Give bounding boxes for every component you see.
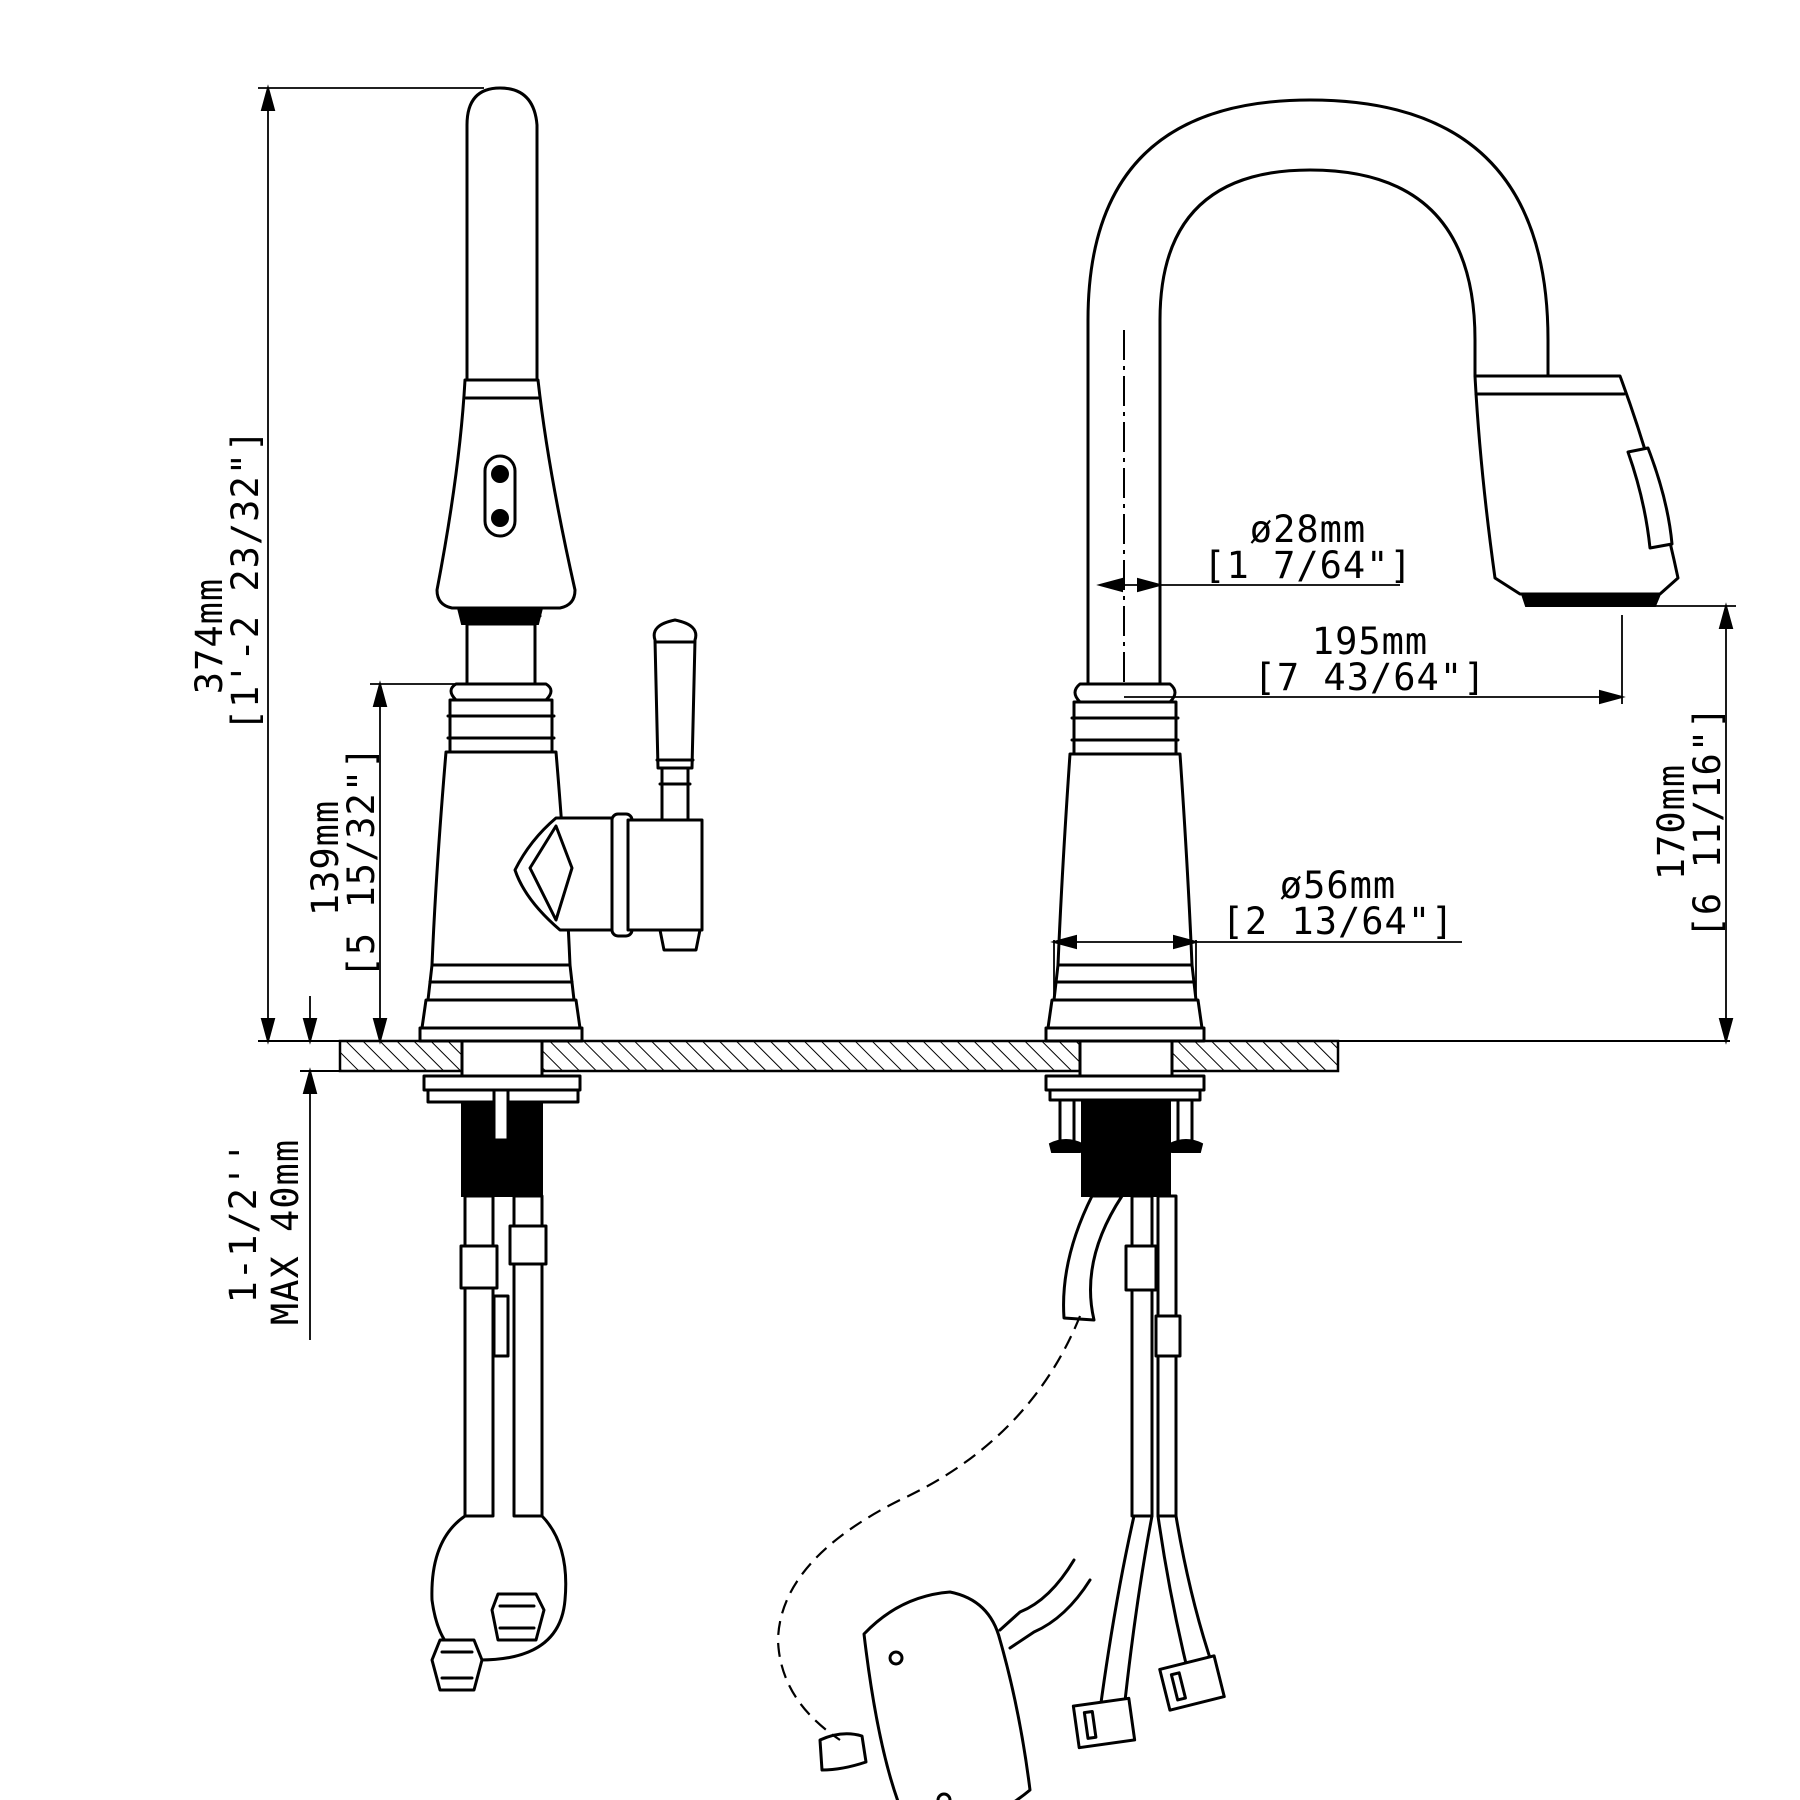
front-view-faucet [776,98,1680,1800]
spout-diameter-metric: ø28mm [1250,508,1366,551]
reach-metric: 195mm [1312,620,1428,663]
total-height-metric: 374mm [188,578,231,694]
reach-dimension: 195mm [7 43/64"] [1124,615,1626,705]
base-diameter-imperial: [2 13/64"] [1222,900,1455,943]
total-height-imperial: [1'-2 23/32"] [224,429,267,732]
spout-diameter-dimension: ø28mm [1 7/64"] [1096,508,1412,593]
deck-thickness-line2: MAX 40mm [264,1139,307,1325]
total-height-dimension: 374mm [1'-2 23/32"] [188,84,484,1045]
body-height-imperial: [5 15/32"] [340,746,383,979]
spout-diameter-imperial: [1 7/64"] [1203,544,1412,587]
side-view-faucet [418,86,704,1692]
spout-clearance-metric: 170mm [1650,764,1693,880]
base-diameter-metric: ø56mm [1280,864,1396,907]
body-height-metric: 139mm [304,800,347,916]
spout-clearance-imperial: [6 11/16"] [1686,706,1729,939]
reach-imperial: [7 43/64"] [1254,656,1487,699]
deck-thickness-line1: 1-1/2'' [222,1141,265,1304]
body-height-dimension: 139mm [5 15/32"] [304,680,458,1045]
deck-thickness-dimension: 1-1/2'' MAX 40mm [222,996,318,1340]
spout-clearance-dimension: 170mm [6 11/16"] [1620,602,1736,1045]
base-diameter-dimension: ø56mm [2 13/64"] [1050,864,1462,1000]
